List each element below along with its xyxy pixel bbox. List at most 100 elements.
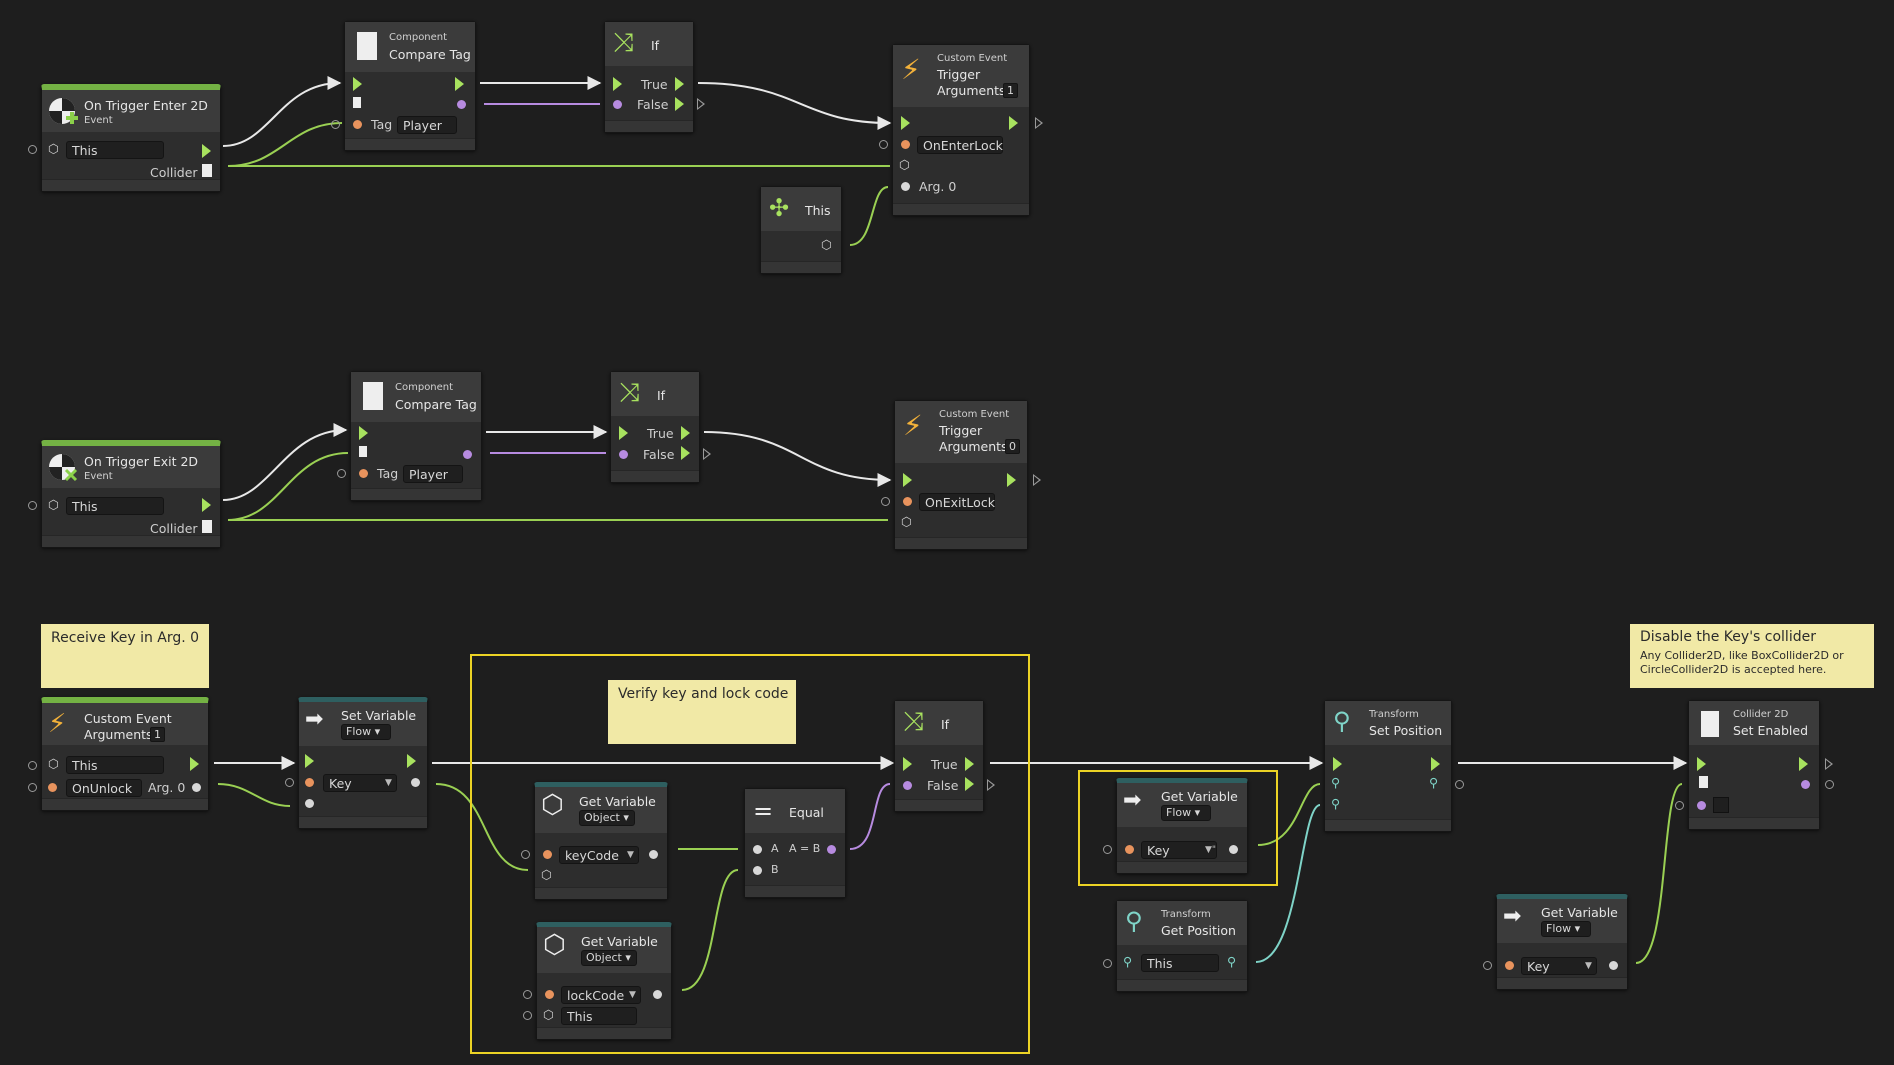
node-if[interactable]: ⤨ If True False <box>894 700 995 812</box>
flow-in-port[interactable] <box>359 426 368 440</box>
chevron-down-icon[interactable]: ▼ <box>629 990 636 1000</box>
node-get-variable-lockcode[interactable]: ⬡ Get Variable Object ▾ lockCode ▼ ⬡ Thi… <box>523 922 672 1040</box>
node-equal[interactable]: = Equal A A = B B <box>744 788 846 898</box>
position-in-icon[interactable]: ⚲ <box>1331 796 1341 811</box>
tag-port[interactable] <box>359 469 368 478</box>
variable-name-field[interactable]: Key <box>1141 841 1217 859</box>
name-in-port[interactable] <box>521 850 530 859</box>
true-out-port[interactable] <box>675 77 684 91</box>
enabled-in-port[interactable] <box>1675 801 1684 810</box>
chevron-down-icon[interactable]: ▼ <box>627 850 634 860</box>
variable-kind-dropdown[interactable]: Object ▾ <box>581 950 637 966</box>
node-set-variable[interactable]: ➡ Set Variable Flow ▾ Key ▼ <box>285 697 428 829</box>
variable-name-field[interactable]: Key <box>323 774 397 792</box>
result-out-port[interactable] <box>827 845 836 854</box>
tag-in-port[interactable] <box>337 469 346 478</box>
arguments-count[interactable]: 0 <box>1005 439 1020 454</box>
name-in-port[interactable] <box>28 783 37 792</box>
flow-in-port[interactable] <box>353 77 362 91</box>
target-in-port[interactable] <box>28 761 37 770</box>
chevron-down-icon[interactable]: ▼" <box>1205 845 1217 855</box>
variable-kind-dropdown[interactable]: Flow ▾ <box>1541 921 1591 937</box>
node-get-variable-keycode[interactable]: ⬡ Get Variable Object ▾ keyCode ▼ ⬡ <box>521 782 668 900</box>
arg-in-port[interactable] <box>901 182 910 191</box>
name-port[interactable] <box>48 783 57 792</box>
arguments-count[interactable]: 1 <box>1003 83 1018 98</box>
name-in-port[interactable] <box>523 990 532 999</box>
node-compare-tag[interactable]: Component Compare Tag Tag Player <box>331 21 476 151</box>
node-on-trigger-enter[interactable]: On Trigger Enter 2D Event ⬡ This Collide… <box>28 84 221 192</box>
name-port[interactable] <box>1505 961 1514 970</box>
tag-field[interactable]: Player <box>397 116 457 134</box>
name-in-port[interactable] <box>1103 845 1112 854</box>
condition-in-port[interactable] <box>903 781 912 790</box>
name-port[interactable] <box>903 497 912 506</box>
variable-name-field[interactable]: Key <box>1521 957 1597 975</box>
arg-out-port[interactable] <box>192 783 201 792</box>
arguments-count[interactable]: 1 <box>150 727 165 742</box>
node-on-trigger-exit[interactable]: On Trigger Exit 2D Event ⬡ This Collider <box>28 440 221 548</box>
node-if[interactable]: ⤨ If True False <box>610 371 711 483</box>
chevron-down-icon[interactable]: ▼ <box>1585 961 1592 971</box>
chevron-down-icon[interactable]: ▼ <box>385 778 392 788</box>
target-transform-icon[interactable]: ⚲ <box>1331 775 1341 790</box>
name-port[interactable] <box>545 990 554 999</box>
target-field[interactable]: This <box>66 141 164 159</box>
flow-out-port[interactable] <box>455 77 464 91</box>
target-field[interactable]: This <box>66 497 164 515</box>
flow-out-unconnected[interactable] <box>1035 117 1043 129</box>
a-in-port[interactable] <box>753 845 762 854</box>
flow-in-port[interactable] <box>903 473 912 487</box>
event-name-field[interactable]: OnUnlock <box>66 779 142 797</box>
flow-out-port[interactable] <box>202 144 211 158</box>
value-out-port[interactable] <box>1609 961 1618 970</box>
flow-in-port[interactable] <box>903 757 912 771</box>
false-unconnected[interactable] <box>697 98 705 110</box>
flow-out-port[interactable] <box>1431 757 1440 771</box>
value-out-port[interactable] <box>649 850 658 859</box>
node-custom-event-onunlock[interactable]: ⚡ Custom Event Arguments 1 ⬡ This OnUnlo… <box>28 697 209 811</box>
value-out-port[interactable] <box>411 778 420 787</box>
true-out-port[interactable] <box>965 757 974 771</box>
value-out-port[interactable] <box>653 990 662 999</box>
name-port[interactable] <box>305 778 314 787</box>
node-compare-tag[interactable]: Component Compare Tag Tag Player <box>337 371 482 501</box>
variable-name-field[interactable]: keyCode <box>559 846 639 864</box>
false-unconnected[interactable] <box>703 448 711 460</box>
node-transform-get-position[interactable]: ⚲ Transform Get Position ⚲ This ⚲ <box>1103 900 1248 992</box>
target-in-port[interactable] <box>1103 959 1112 968</box>
vector-out-unconnected[interactable] <box>1455 780 1464 789</box>
flow-in-port[interactable] <box>619 426 628 440</box>
name-in-port[interactable] <box>879 140 888 149</box>
note-receive-key[interactable]: Receive Key in Arg. 0 <box>41 624 209 688</box>
name-port[interactable] <box>901 140 910 149</box>
group-get-key[interactable] <box>1078 770 1278 886</box>
flow-in-port[interactable] <box>901 116 910 130</box>
node-if[interactable]: ⤨ If True False <box>604 21 705 133</box>
value-in-port[interactable] <box>305 799 314 808</box>
bool-out-port[interactable] <box>457 100 466 109</box>
target-field[interactable]: This <box>1141 954 1219 972</box>
flow-out-unconnected[interactable] <box>1825 758 1833 770</box>
flow-in-port[interactable] <box>305 754 314 768</box>
true-out-port[interactable] <box>681 426 690 440</box>
flow-in-port[interactable] <box>1697 757 1706 771</box>
target-field[interactable]: This <box>66 756 164 774</box>
b-in-port[interactable] <box>753 866 762 875</box>
group-verify-key[interactable] <box>470 654 1030 1054</box>
flow-out-port[interactable] <box>1799 757 1808 771</box>
flow-in-port[interactable] <box>1333 757 1342 771</box>
node-this[interactable]: ✣ This ⬡ <box>760 186 842 274</box>
node-get-variable-key-2[interactable]: ➡ Get Variable Flow ▾ Key ▼ <box>1483 894 1628 990</box>
event-name-field[interactable]: OnEnterLock <box>917 136 1003 154</box>
flow-out-port[interactable] <box>190 757 199 771</box>
bool-out-unconnected[interactable] <box>1825 780 1834 789</box>
name-in-port[interactable] <box>881 497 890 506</box>
target-in-port[interactable] <box>28 501 37 510</box>
flow-in-port[interactable] <box>613 77 622 91</box>
name-in-port[interactable] <box>285 778 294 787</box>
value-out-port[interactable] <box>1229 845 1238 854</box>
node-trigger-custom-event[interactable]: ⚡ Custom Event Trigger Arguments 0 OnExi… <box>881 400 1041 550</box>
false-out-port[interactable] <box>675 97 684 111</box>
flow-out-port[interactable] <box>202 498 211 512</box>
